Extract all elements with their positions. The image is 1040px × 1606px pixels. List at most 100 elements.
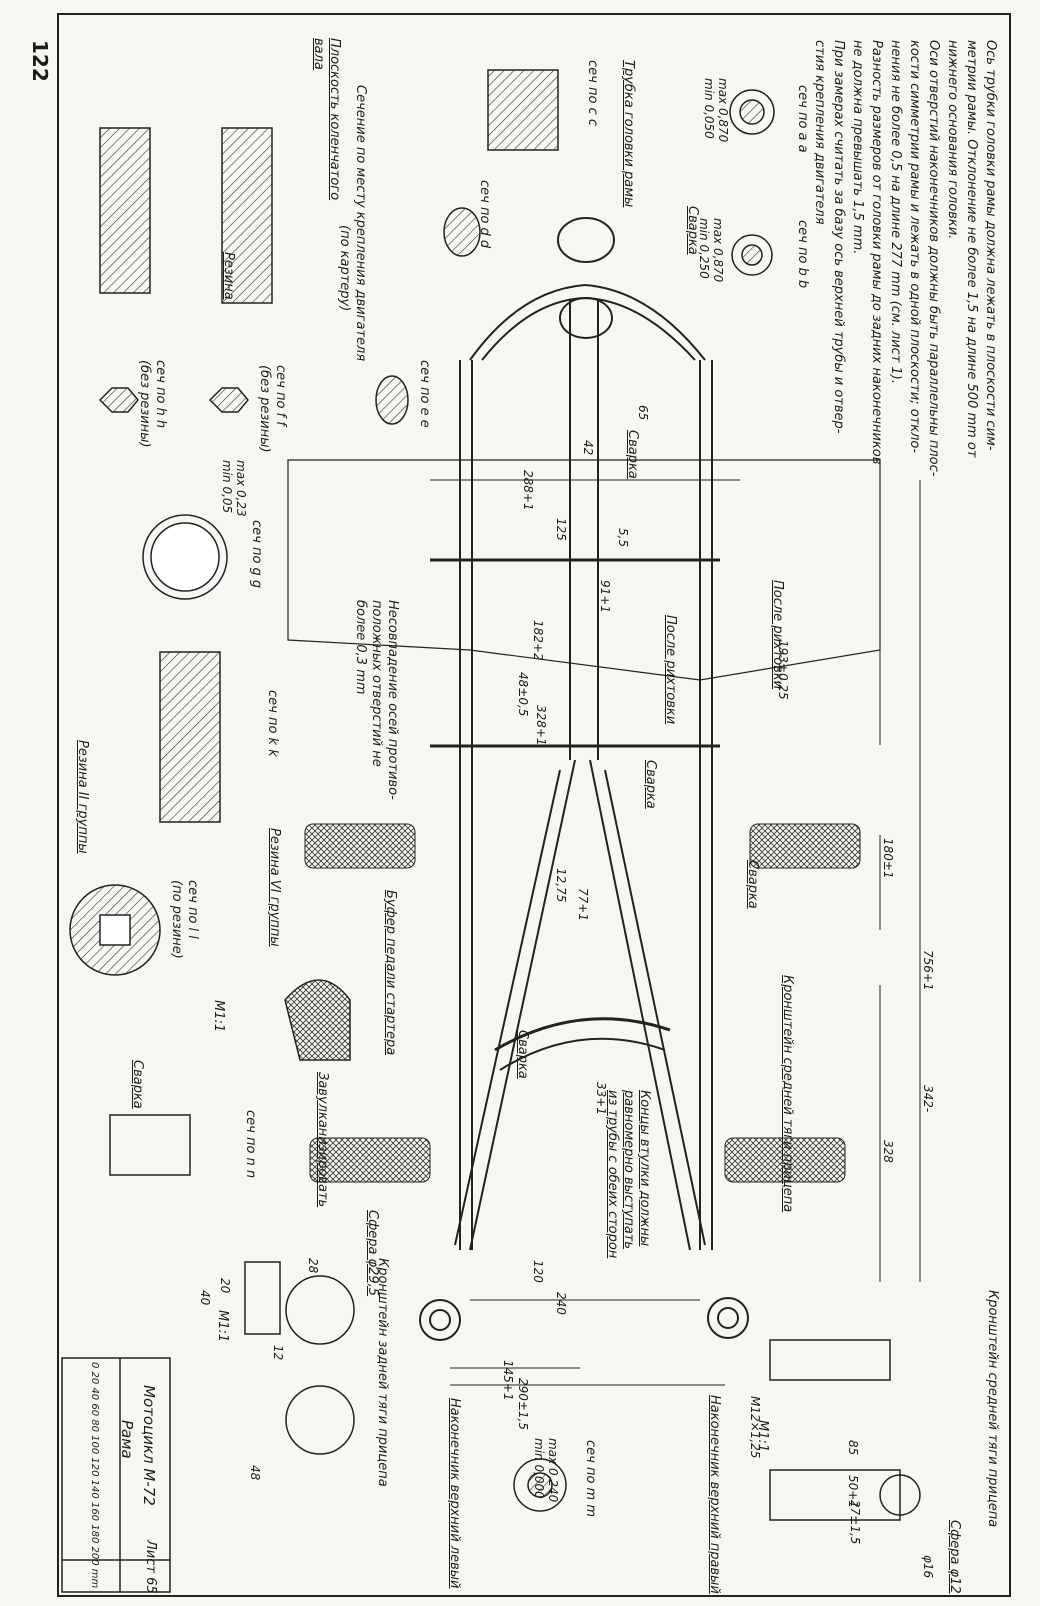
label-svarka-2: Сварка [625,430,640,479]
title-block-part: Рама [118,1420,136,1459]
dim-40: 40 [198,1290,212,1306]
dim-min0050: min 0,050 [702,78,716,139]
label-rezina: Резина [221,252,236,300]
note-line: нения не более 0,5 на длине 277 mm (см. … [888,40,903,384]
label-tip-left: Наконечник верхний левый [447,1398,462,1589]
dim-55: 5,5 [616,528,630,548]
label-crank-plane: Плоскость коленчатого [327,38,342,201]
section-label-aa: сеч по а а [795,85,810,153]
dim-182: 182+2 [531,620,545,661]
dim-min0000: min 0,000 [532,1438,546,1499]
dim-328a: 328+1 [534,705,548,746]
label-bracket-mid: Кронштейн средней тяги прицепа [780,975,795,1213]
dim-max0870: max 0,870 [716,78,730,143]
note-line: При замерах считать за базу ось верхней … [831,40,846,434]
dim-290: 290±1,5 [516,1378,530,1431]
label-scale-1: M1:1 [211,1000,226,1033]
dim-193: 193±0,25 [776,640,790,700]
section-label-dd: сеч по d d [477,180,492,249]
note-line: нижнего основания головки. [945,40,960,240]
section-label-engine: Сечение по месту крепления двигателя [353,85,368,362]
dim-91: 91+1 [598,580,612,613]
section-label-cc: сеч по с с [585,60,600,126]
dim-756: 756+1 [921,950,935,991]
dim-328: 328 [881,1140,895,1163]
section-label-ff-sub: (без резины) [257,365,272,453]
label-sfera-12: Сфера φ12 [947,1520,962,1594]
dim-48: 48±0,5 [516,672,530,717]
section-label-mm: сеч по m m [583,1440,598,1518]
note-line: Разность размеров от головки рамы до зад… [869,40,884,465]
label-svarka-4: Сварка [745,860,760,909]
dim-28: 28 [306,1258,320,1274]
note-line: кости симметрии рамы и лежать в одной пл… [907,40,922,454]
label-tip-right: Наконечник верхний правый [707,1395,722,1594]
label-svarka-3: Сварка [643,760,658,809]
label-zavulk: Завулканизировать [315,1072,330,1208]
section-details [61,69,921,1593]
title-block-scale: 0 20 40 60 80 100 120 140 160 180 200 mm [89,1362,100,1589]
section-label-ll: сеч по l l [185,880,200,939]
note-line: Ось трубки головки рамы должна лежать в … [983,40,998,451]
label-rezina-6: Резина VI группы [267,828,282,947]
dim-42: 42 [581,440,595,456]
label-sleeve-ends-2: равномерно выступать [621,1090,636,1250]
dim-min005: min 0,05 [220,460,234,514]
dim-145: 145+1 [501,1360,515,1401]
section-label-engine-sub: (по картеру) [337,225,352,312]
label-nesovp-3: более 0,3 mm [353,600,368,695]
label-rezina-2: Резина II группы [75,740,90,854]
dim-min0250: min 0,250 [697,218,711,279]
title-block-title: Мотоцикл М-72 [140,1385,158,1506]
dim-288: 288+1 [521,470,535,511]
label-sleeve-ends-1: Концы втулки должны [637,1090,652,1247]
dimension-lines [430,459,921,1386]
technical-notes: Ось трубки головки рамы должна лежать в … [810,40,1000,476]
label-svarka-5: Сварка [515,1030,530,1079]
section-label-nn: сеч по n n [243,1110,258,1179]
section-label-ff: сеч по f f [273,365,288,426]
note-line: не должна превышать 1,5 mm. [850,40,865,255]
note-line: стия крепления двигателя [812,40,827,225]
frame-outline [287,217,881,1341]
dim-180: 180±1 [881,838,895,879]
note-line: метрии рамы. Отклонение не более 1,5 на … [964,40,979,458]
label-posle-rihtovki-2: После рихтовки [663,615,678,725]
section-label-bb: сеч по b b [795,220,810,289]
section-label-kk: сеч по k k [265,690,280,757]
label-head-tube: Трубка головки рамы [621,60,636,208]
title-block-sheet: Лист 65 [143,1540,158,1594]
label-svarka-6: Сварка [130,1060,145,1109]
section-label-hh-sub: (без резины) [137,360,152,448]
label-crank-plane-2: вала [311,38,326,70]
dim-16: φ16 [921,1555,935,1579]
section-label-ee: сеч по е е [417,360,432,428]
note-line: Оси отверстий наконечников должны быть п… [926,40,941,477]
dim-max023: max 0,23 [234,460,248,517]
dim-33: 33+1 [594,1082,608,1115]
dim-240: 240 [554,1292,568,1315]
dim-max0870b: max 0,870 [711,218,725,283]
dim-85: 85 [846,1440,860,1456]
dim-48b: 48 [248,1465,262,1481]
dim-max0240: max 0,240 [546,1438,560,1503]
section-label-hh: сеч по h h [153,360,168,429]
label-sleeve-ends-3: из трубы с обеих сторон [605,1090,620,1259]
label-scale-2: M1:1 [215,1310,230,1343]
section-label-ll-sub: (по резине) [169,880,184,959]
dim-65: 65 [636,405,650,421]
label-nesovp-1: Несовпадение осей противо- [385,600,400,800]
section-label-gg: сеч по g g [249,520,264,589]
dim-342: 342- [921,1085,935,1113]
dim-m12: M12×1,25 [748,1396,762,1459]
footrests [304,823,861,1183]
dim-27: 27±1,5 [848,1500,862,1545]
label-sfera-29: Сфера φ29,5 [365,1210,380,1297]
dim-12: 12 [271,1345,285,1361]
dim-125: 125 [554,518,568,541]
dim-20: 20 [218,1278,232,1294]
label-bracket-front: Кронштейн средней тяги прицепа [985,1290,1000,1528]
dim-1275: 12,75 [554,868,568,903]
dim-77: 77+1 [576,888,590,921]
